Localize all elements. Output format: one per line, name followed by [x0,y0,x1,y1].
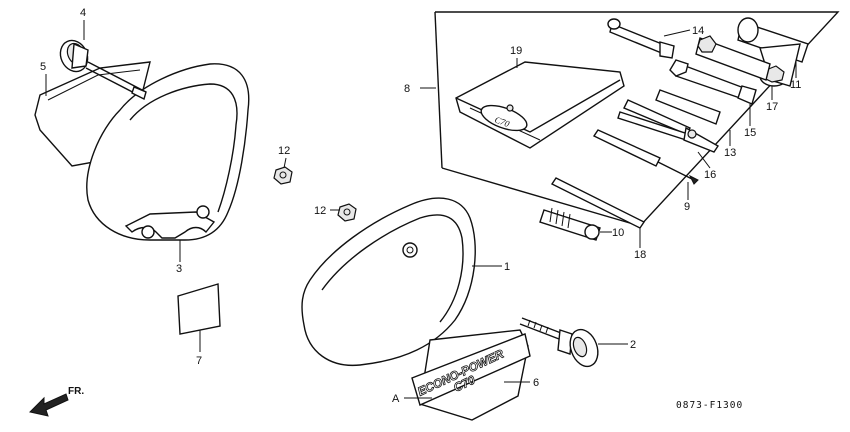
callout-4: 4 [80,7,86,19]
bag-label: C70 [493,114,511,129]
part-12-nut-lower [337,203,357,222]
part-12-nut-upper [273,166,293,185]
part-6-emblem: ECONO-POWER C70 [411,329,531,421]
callout-labels: 4 5 3 7 12 12 1 2 6 A 8 19 14 11 17 15 1… [40,7,801,405]
part-1-right-side-cover [301,197,476,367]
front-arrow: FR. [29,386,84,417]
part-19-tool-bag: C70 [455,61,625,149]
part-17-box-wrench [695,35,771,81]
callout-7: 7 [196,355,202,367]
callout-13: 13 [724,147,736,159]
fr-label: FR. [68,386,84,397]
callout-a: A [392,393,400,405]
callout-8: 8 [404,83,410,95]
part-13-pliers [617,99,720,153]
callout-6: 6 [533,377,539,389]
part-3-left-side-cover [86,63,250,241]
callout-14: 14 [692,25,704,37]
part-16-screwdriver [592,129,699,185]
callout-15: 15 [744,127,756,139]
callout-11: 11 [790,79,801,91]
leader-lines [45,20,797,399]
callout-1: 1 [504,261,510,273]
callout-2: 2 [630,339,636,351]
callout-5: 5 [40,61,46,73]
callout-9: 9 [684,201,690,213]
part-14-wrench [607,18,675,59]
callout-18: 18 [634,249,646,261]
part-11-socket-wrench [737,17,809,87]
callout-16: 16 [704,169,716,181]
callout-17: 17 [766,101,778,113]
diagram-code: 0873-F1300 [676,400,743,411]
callout-12b: 12 [314,205,326,217]
part-10-plug-wrench [539,207,601,241]
part-15-open-wrench [655,59,757,125]
part-8-tool-kit-outline [434,11,840,227]
callout-10: 10 [612,227,624,239]
callout-12a: 12 [278,145,290,157]
part-2-knob-screw [519,317,599,368]
callout-3: 3 [176,263,182,275]
callout-19: 19 [510,45,522,57]
part-7-sticker [177,283,221,335]
part-4-knob [59,39,147,101]
